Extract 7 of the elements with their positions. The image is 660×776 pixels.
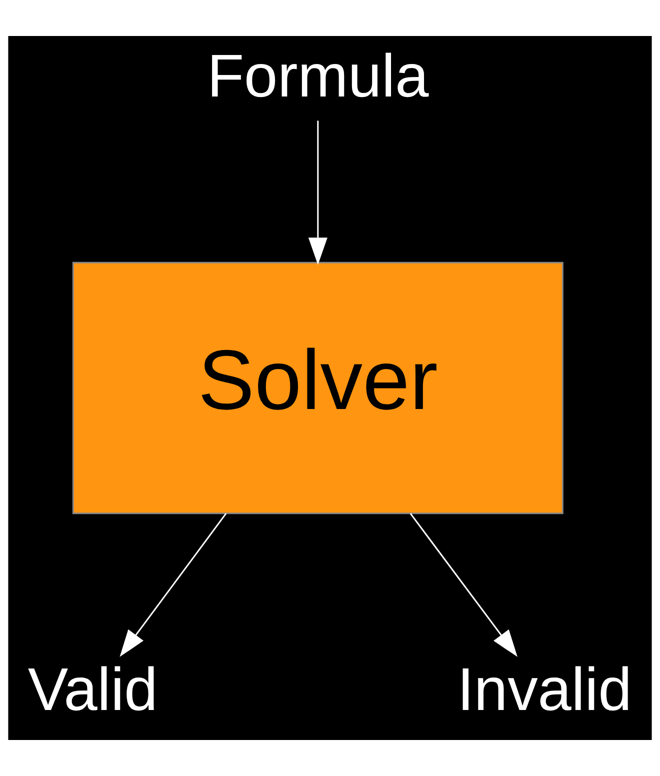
arrow — [410, 513, 518, 657]
node-text: Valid — [28, 654, 158, 723]
node-text: Invalid — [457, 654, 632, 723]
node-text: Formula — [207, 41, 429, 110]
arrow — [308, 120, 328, 265]
arrow — [120, 513, 227, 657]
node-box: Solver — [72, 262, 564, 514]
